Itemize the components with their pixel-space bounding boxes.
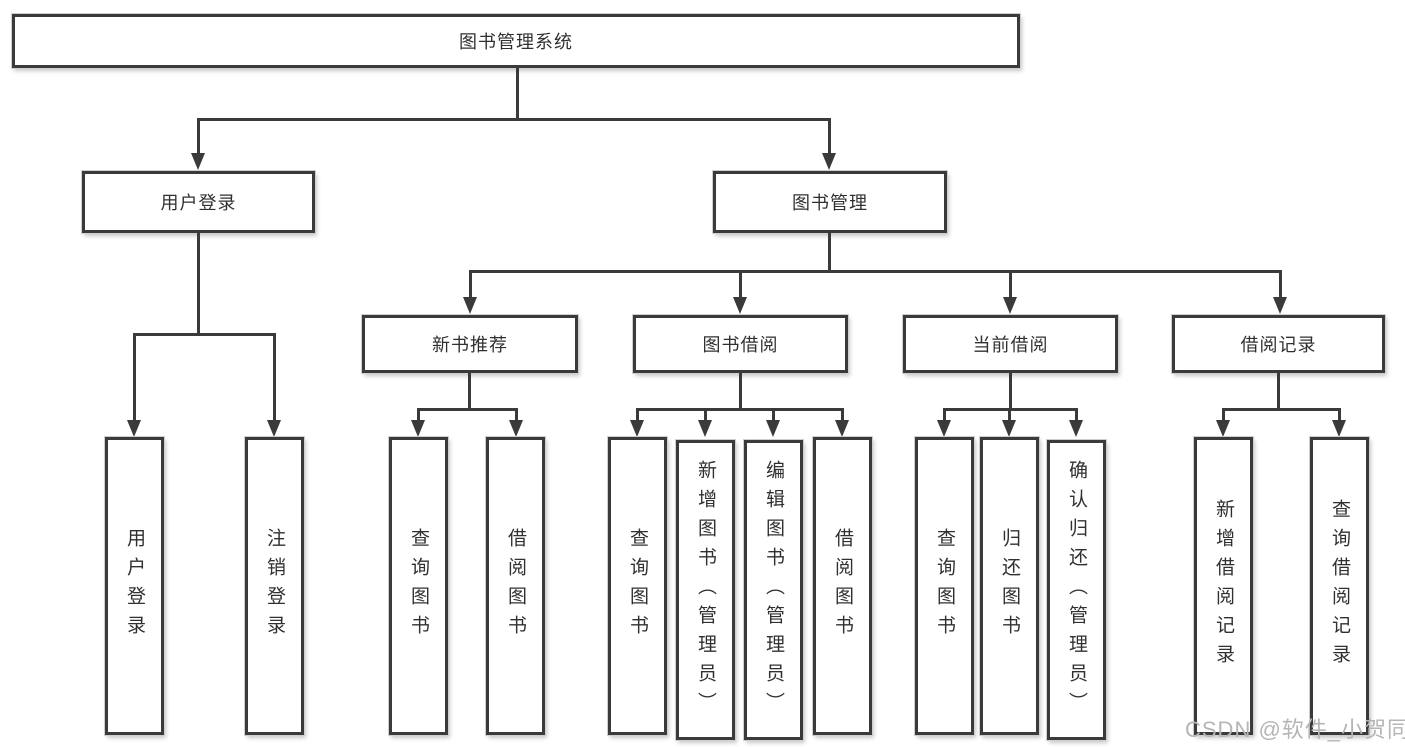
arrowhead-down-icon <box>267 420 281 437</box>
leaf-borrow-books-recommend: 借阅图书 <box>486 437 545 735</box>
connector-line <box>516 68 519 118</box>
arrowhead-down-icon <box>698 420 712 437</box>
leaf-add-borrow-record: 新增借阅记录 <box>1194 437 1253 735</box>
arrowhead-down-icon <box>411 420 425 437</box>
arrowhead-down-icon <box>463 297 477 314</box>
connector-line <box>197 118 831 121</box>
leaf-logout-login: 注销登录 <box>245 437 304 735</box>
connector-line <box>828 233 831 270</box>
leaf-borrow-books-borrowing: 借阅图书 <box>813 437 872 735</box>
node-label: 图书管理系统 <box>459 32 573 52</box>
arrowhead-down-icon <box>1003 297 1017 314</box>
connector-line <box>133 333 136 421</box>
arrowhead-down-icon <box>835 420 849 437</box>
connector-line <box>1279 270 1282 298</box>
arrowhead-down-icon <box>509 420 523 437</box>
leaf-query-borrow-record: 查询借阅记录 <box>1310 437 1369 735</box>
node-label: 注销登录 <box>264 528 285 644</box>
arrowhead-down-icon <box>937 420 951 437</box>
arrowhead-down-icon <box>1332 420 1346 437</box>
node-label: 借阅记录 <box>1240 335 1317 355</box>
connector-line <box>841 408 844 421</box>
node-library-management-system: 图书管理系统 <box>12 14 1020 68</box>
arrowhead-down-icon <box>1002 420 1016 437</box>
connector-line <box>468 373 471 408</box>
connector-line <box>704 408 707 421</box>
arrowhead-down-icon <box>630 420 644 437</box>
leaf-user-login: 用户登录 <box>105 437 164 735</box>
arrowhead-down-icon <box>822 153 836 170</box>
connector-line <box>1222 408 1341 411</box>
leaf-query-books-borrowing: 查询图书 <box>608 437 667 735</box>
node-label: 查询图书 <box>934 528 955 644</box>
node-label: 新增图书（管理员） <box>695 459 716 721</box>
leaf-return-books: 归还图书 <box>980 437 1039 735</box>
node-label: 新增借阅记录 <box>1213 499 1234 673</box>
node-current-borrowing: 当前借阅 <box>903 315 1118 373</box>
node-label: 确认归还（管理员） <box>1066 459 1087 721</box>
node-user-login: 用户登录 <box>82 171 315 233</box>
node-label: 图书借阅 <box>702 335 779 355</box>
connector-line <box>515 408 518 421</box>
arrowhead-down-icon <box>191 153 205 170</box>
connector-line <box>739 270 742 298</box>
node-label: 借阅图书 <box>832 528 853 644</box>
connector-line <box>636 408 639 421</box>
node-label: 编辑图书（管理员） <box>763 459 784 721</box>
connector-line <box>417 408 420 421</box>
connector-line <box>1009 373 1012 408</box>
node-book-borrowing: 图书借阅 <box>633 315 848 373</box>
arrowhead-down-icon <box>127 420 141 437</box>
connector-line <box>1338 408 1341 421</box>
node-label: 借阅图书 <box>505 528 526 644</box>
node-label: 用户登录 <box>160 193 237 213</box>
node-label: 查询图书 <box>627 528 648 644</box>
connector-line <box>197 118 200 154</box>
connector-line <box>273 333 276 421</box>
arrowhead-down-icon <box>1216 420 1230 437</box>
node-borrowing-records: 借阅记录 <box>1172 315 1385 373</box>
node-label: 查询借阅记录 <box>1329 499 1350 673</box>
leaf-edit-book-admin: 编辑图书（管理员） <box>744 440 803 740</box>
connector-line <box>469 270 472 298</box>
leaf-query-books-current: 查询图书 <box>915 437 974 735</box>
node-label: 图书管理 <box>792 193 868 213</box>
node-label: 用户登录 <box>124 528 145 644</box>
node-new-book-recommendation: 新书推荐 <box>362 315 578 373</box>
connector-line <box>1009 270 1012 298</box>
arrowhead-down-icon <box>1069 420 1083 437</box>
leaf-query-books-recommend: 查询图书 <box>389 437 448 735</box>
connector-line <box>1008 408 1011 421</box>
connector-line <box>1277 373 1280 408</box>
node-label: 查询图书 <box>408 528 429 644</box>
connector-line <box>1075 408 1078 421</box>
node-label: 当前借阅 <box>972 335 1049 355</box>
leaf-confirm-return-admin: 确认归还（管理员） <box>1047 440 1106 740</box>
connector-line <box>828 118 831 154</box>
connector-line <box>469 270 1282 273</box>
node-label: 归还图书 <box>999 528 1020 644</box>
connector-line <box>417 408 518 411</box>
arrowhead-down-icon <box>1273 297 1287 314</box>
connector-line <box>636 408 844 411</box>
connector-line <box>739 373 742 408</box>
node-label: 新书推荐 <box>432 335 508 355</box>
connector-line <box>197 233 200 333</box>
node-book-management: 图书管理 <box>713 171 947 233</box>
connector-line <box>1222 408 1225 421</box>
connector-line <box>133 333 276 336</box>
arrowhead-down-icon <box>733 297 747 314</box>
leaf-add-book-admin: 新增图书（管理员） <box>676 440 735 740</box>
connector-line <box>943 408 946 421</box>
watermark-text: CSDN @软件_小贺同学 <box>1185 717 1405 742</box>
connector-line <box>772 408 775 421</box>
arrowhead-down-icon <box>766 420 780 437</box>
